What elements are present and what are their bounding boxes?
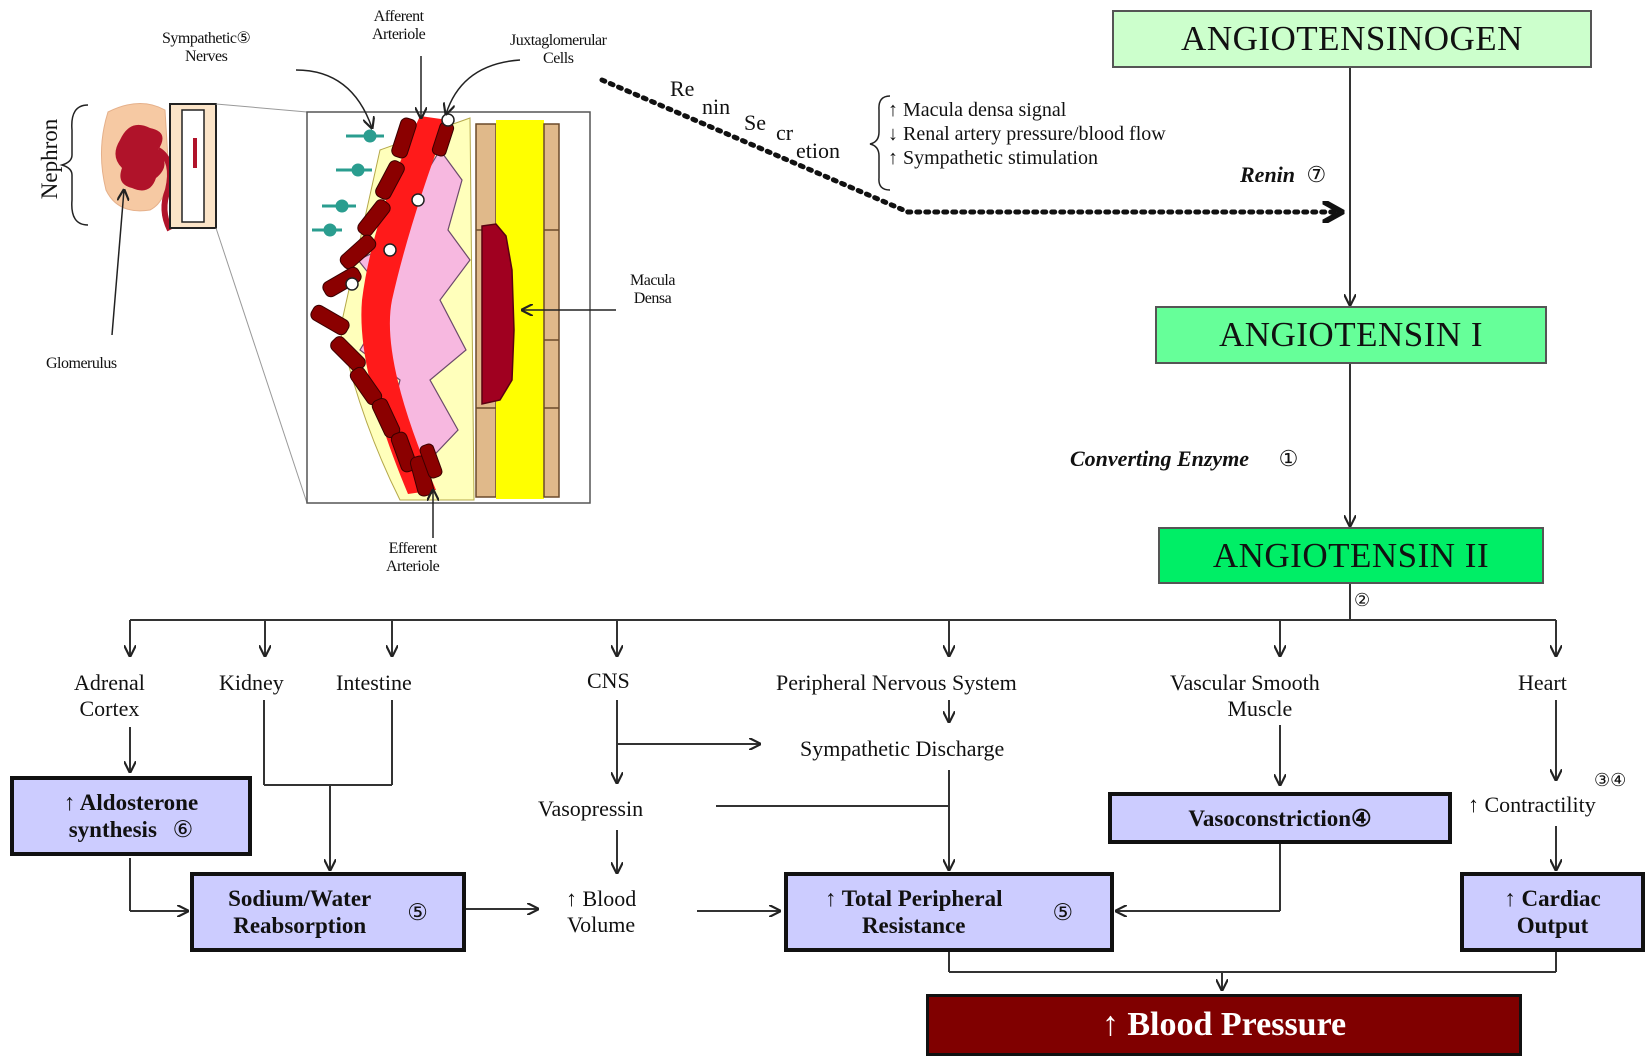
target-vascular-smooth-muscle: Vascular Smooth Muscle [1170, 670, 1320, 722]
glomerulus-label: Glomerulus [46, 355, 117, 373]
target-cns: CNS [587, 668, 630, 694]
renin-secretion-word-1: Re [670, 76, 694, 102]
target-kidney: Kidney [219, 670, 284, 696]
nephron-illustration [62, 103, 307, 503]
juxtaglomerular-illustration [296, 56, 616, 538]
afferent-arteriole-label: Afferent Arteriole [372, 8, 425, 44]
blood-pressure-box: ↑ Blood Pressure [926, 994, 1522, 1056]
target-heart: Heart [1518, 670, 1567, 696]
sodium-water-marker: ⑤ [407, 899, 428, 926]
renin-secretion-word-4: cr [776, 120, 793, 146]
juxtaglomerular-cells-label: Juxtaglomerular Cells [510, 32, 606, 68]
nephron-brace [62, 105, 88, 225]
angiotensin-2-marker: ② [1354, 590, 1370, 611]
aldosterone-synthesis-box: ↑ Aldosterone synthesis ⑥ [10, 776, 252, 856]
efferent-arteriole-label: Efferent Arteriole [386, 540, 439, 576]
sympathetic-discharge-label: Sympathetic Discharge [800, 736, 1004, 762]
renin-enzyme-label: Renin ⑦ [1240, 162, 1326, 188]
sympathetic-nerves-label: Sympathetic⑤ Nerves [162, 30, 250, 66]
trigger-renal-pressure: ↓ Renal artery pressure/blood flow [888, 122, 1166, 146]
angiotensin-1-label: ANGIOTENSIN I [1219, 315, 1483, 355]
angiotensin-2-box: ANGIOTENSIN II [1158, 527, 1544, 584]
target-adrenal-cortex: Adrenal Cortex [74, 670, 145, 722]
renin-secretion-word-3: Se [744, 110, 766, 136]
aldosterone-marker: ⑥ [173, 817, 194, 842]
blood-pressure-label: ↑ Blood Pressure [1102, 1006, 1346, 1044]
renin-triggers-list: ↑ Macula densa signal ↓ Renal artery pre… [888, 98, 1166, 170]
vasoconstriction-box: Vasoconstriction④ [1108, 792, 1452, 844]
renin-secretion-word-2: nin [702, 94, 730, 120]
renin-triggers-brace [870, 96, 890, 190]
trigger-sympathetic: ↑ Sympathetic stimulation [888, 146, 1166, 170]
macula-densa-label: Macula Densa [630, 272, 675, 308]
target-peripheral-nervous-system: Peripheral Nervous System [776, 670, 1017, 696]
vasoconstriction-label: Vasoconstriction④ [1188, 805, 1371, 832]
tpr-marker: ⑤ [1053, 899, 1074, 926]
converting-enzyme-marker: ① [1279, 446, 1299, 471]
glomerulus-pointer [112, 190, 124, 335]
sodium-water-reabsorption-box: Sodium/Water Reabsorption ⑤ [190, 872, 466, 952]
contractility-label: ↑ Contractility [1468, 792, 1596, 818]
converting-enzyme-label: Converting Enzyme ① [1070, 446, 1298, 472]
juxtaglomerular-cells-pointer [446, 60, 520, 114]
renin-secretion-word-5: etion [796, 138, 840, 164]
angiotensin-1-box: ANGIOTENSIN I [1155, 306, 1547, 364]
contractility-markers: ③④ [1594, 770, 1626, 791]
trigger-macula-densa: ↑ Macula densa signal [888, 98, 1166, 122]
blood-volume-label: ↑ Blood Volume [566, 886, 636, 938]
total-peripheral-resistance-box: ↑ Total Peripheral Resistance ⑤ [784, 872, 1114, 952]
nephron-label: Nephron [37, 119, 63, 199]
vasopressin-label: Vasopressin [538, 796, 643, 822]
target-intestine: Intestine [336, 670, 412, 696]
macula-densa-cells [482, 224, 514, 404]
renin-marker: ⑦ [1307, 162, 1327, 187]
angiotensin-2-label: ANGIOTENSIN II [1213, 536, 1489, 576]
angiotensinogen-box: ANGIOTENSINOGEN [1112, 10, 1592, 68]
cardiac-output-box: ↑ Cardiac Output [1460, 872, 1645, 952]
angiotensinogen-label: ANGIOTENSINOGEN [1181, 19, 1523, 59]
